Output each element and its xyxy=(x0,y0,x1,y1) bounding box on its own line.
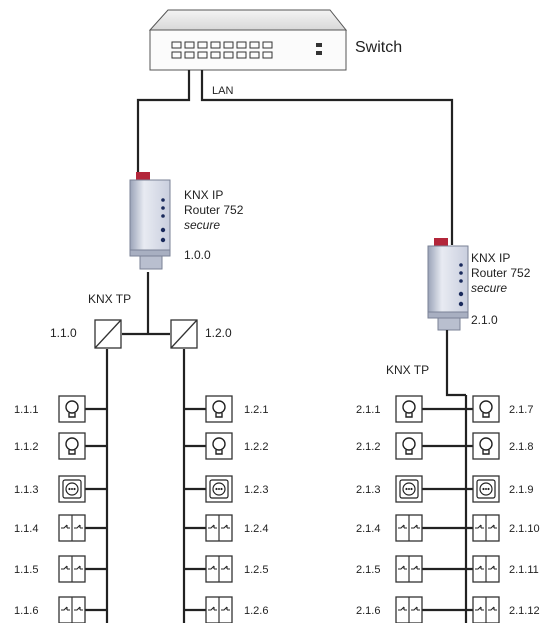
device-pushbutton-1-1-4: 1.1.4 xyxy=(14,514,86,542)
device-address-label: 1.1.3 xyxy=(14,484,38,496)
router-2-address: 2.1.0 xyxy=(471,313,498,327)
device-lamp-1-2-2: 1.2.2 xyxy=(205,432,268,460)
knx-tp-wiring xyxy=(84,272,473,623)
device-lamp-2-1-2: 2.1.2 xyxy=(356,432,423,460)
pushbutton-icon xyxy=(395,514,423,542)
lamp-icon xyxy=(395,432,423,460)
pushbutton-icon xyxy=(205,555,233,583)
device-pushbutton-1-2-6: 1.2.6 xyxy=(205,596,268,623)
device-lamp-2-1-8: 2.1.8 xyxy=(472,432,533,460)
router-1-variant: secure xyxy=(184,218,220,232)
device-address-label: 1.2.2 xyxy=(244,441,268,453)
line-2-medium-label: KNX TP xyxy=(386,363,429,377)
device-address-label: 1.2.4 xyxy=(244,523,268,535)
device-address-label: 2.1.9 xyxy=(509,484,533,496)
line-1-medium-label: KNX TP xyxy=(88,292,131,306)
device-address-label: 1.2.3 xyxy=(244,484,268,496)
lamp-icon xyxy=(395,395,423,423)
pushbutton-icon xyxy=(58,514,86,542)
device-lamp-1-2-1: 1.2.1 xyxy=(205,395,268,423)
router-2-device xyxy=(427,238,469,331)
socket-icon xyxy=(205,475,233,503)
lamp-icon xyxy=(58,432,86,460)
device-address-label: 2.1.10 xyxy=(509,523,540,535)
device-pushbutton-1-2-5: 1.2.5 xyxy=(205,555,268,583)
router-1-device xyxy=(129,172,171,270)
device-pushbutton-2-1-5: 2.1.5 xyxy=(356,555,423,583)
device-address-label: 1.2.6 xyxy=(244,605,268,617)
device-pushbutton-1-1-5: 1.1.5 xyxy=(14,555,86,583)
lamp-icon xyxy=(205,432,233,460)
network-switch: Switch xyxy=(148,9,402,71)
lamp-icon xyxy=(472,432,500,460)
switch-label: Switch xyxy=(355,39,402,56)
lamp-icon xyxy=(58,395,86,423)
device-address-label: 1.1.1 xyxy=(14,404,38,416)
pushbutton-icon xyxy=(205,596,233,623)
device-address-label: 2.1.11 xyxy=(509,564,539,576)
socket-icon xyxy=(472,475,500,503)
pushbutton-icon xyxy=(472,555,500,583)
device-pushbutton-1-1-6: 1.1.6 xyxy=(14,596,86,623)
device-address-label: 2.1.6 xyxy=(356,605,380,617)
device-pushbutton-2-1-11: 2.1.11 xyxy=(472,555,539,583)
device-address-label: 1.1.4 xyxy=(14,523,38,535)
pushbutton-icon xyxy=(58,555,86,583)
device-address-label: 2.1.8 xyxy=(509,441,533,453)
line-coupler-1 xyxy=(94,319,122,349)
device-lamp-1-1-1: 1.1.1 xyxy=(14,395,86,423)
knx-devices: 1.1.1 1.1.2 1.1.3 1.1.4 1.1.5 1.1.6 1.2.1 1.2.2… xyxy=(14,395,540,623)
device-socket-1-2-3: 1.2.3 xyxy=(205,475,268,503)
device-pushbutton-2-1-4: 2.1.4 xyxy=(356,514,423,542)
router-1-model: Router 752 xyxy=(184,203,244,217)
device-address-label: 1.1.6 xyxy=(14,605,38,617)
router-1-address: 1.0.0 xyxy=(184,248,211,262)
device-socket-2-1-3: 2.1.3 xyxy=(356,475,423,503)
router-2-variant: secure xyxy=(471,281,507,295)
device-address-label: 2.1.7 xyxy=(509,404,533,416)
lan-cabling xyxy=(136,70,454,245)
device-lamp-1-1-2: 1.1.2 xyxy=(14,432,86,460)
pushbutton-icon xyxy=(472,596,500,623)
device-pushbutton-2-1-12: 2.1.12 xyxy=(472,596,540,623)
router-2-name: KNX IP xyxy=(471,251,510,265)
device-address-label: 1.1.2 xyxy=(14,441,38,453)
device-pushbutton-1-2-4: 1.2.4 xyxy=(205,514,268,542)
device-address-label: 2.1.3 xyxy=(356,484,380,496)
pushbutton-icon xyxy=(395,596,423,623)
lan-label: LAN xyxy=(212,85,233,97)
device-socket-2-1-9: 2.1.9 xyxy=(472,475,533,503)
pushbutton-icon xyxy=(472,514,500,542)
pushbutton-icon xyxy=(395,555,423,583)
lamp-icon xyxy=(472,395,500,423)
switch-ports xyxy=(171,41,322,59)
device-address-label: 2.1.2 xyxy=(356,441,380,453)
device-socket-1-1-3: 1.1.3 xyxy=(14,475,86,503)
device-address-label: 2.1.4 xyxy=(356,523,380,535)
device-lamp-2-1-1: 2.1.1 xyxy=(356,395,423,423)
router-1-name: KNX IP xyxy=(184,188,223,202)
pushbutton-icon xyxy=(205,514,233,542)
coupler-1-address: 1.1.0 xyxy=(50,326,77,340)
device-pushbutton-2-1-6: 2.1.6 xyxy=(356,596,423,623)
device-address-label: 1.2.1 xyxy=(244,404,268,416)
socket-icon xyxy=(395,475,423,503)
device-address-label: 1.2.5 xyxy=(244,564,268,576)
device-pushbutton-2-1-10: 2.1.10 xyxy=(472,514,540,542)
device-address-label: 2.1.5 xyxy=(356,564,380,576)
router-2-model: Router 752 xyxy=(471,266,531,280)
lamp-icon xyxy=(205,395,233,423)
socket-icon xyxy=(58,475,86,503)
line-coupler-2 xyxy=(170,319,198,349)
device-lamp-2-1-7: 2.1.7 xyxy=(472,395,533,423)
coupler-2-address: 1.2.0 xyxy=(205,326,232,340)
device-address-label: 1.1.5 xyxy=(14,564,38,576)
device-address-label: 2.1.12 xyxy=(509,605,540,617)
pushbutton-icon xyxy=(58,596,86,623)
device-address-label: 2.1.1 xyxy=(356,404,380,416)
